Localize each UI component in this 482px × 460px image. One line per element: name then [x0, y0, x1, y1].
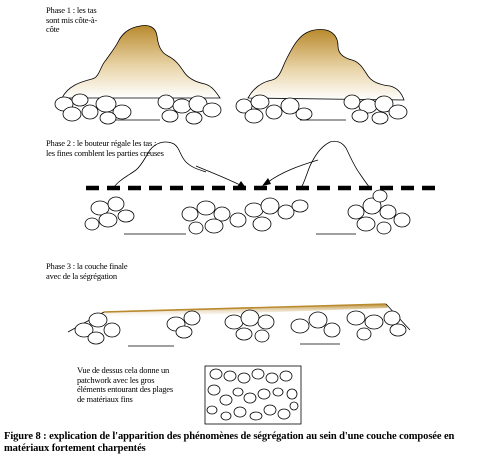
pile-outline-left — [111, 141, 207, 191]
arrow-left-to-center — [195, 165, 243, 187]
pile-outline-right — [299, 140, 373, 191]
top-view-label: Vue de dessus cela donne un patchwork av… — [77, 365, 173, 404]
pile-left — [61, 25, 221, 99]
figure-caption: Figure 8 : explication de l'apparition d… — [4, 431, 455, 454]
top-view-frame — [204, 365, 302, 425]
rocks-phase2 — [84, 189, 411, 235]
phase3-label: Phase 3 : la couche finale avec de la sé… — [46, 261, 128, 281]
top-view-illustration — [204, 365, 302, 425]
phase2-illustration — [84, 140, 436, 235]
rocks-phase1-right — [235, 94, 408, 125]
phase3-illustration — [67, 303, 411, 347]
rocks-phase3 — [74, 309, 407, 345]
rocks-phase1-left — [54, 93, 222, 125]
phase1-illustration — [54, 25, 408, 125]
phase2-label: Phase 2 : le bouteur régale les tas : le… — [46, 138, 164, 158]
top-view-rocks — [206, 368, 299, 421]
phase1-label: Phase 1 : les tas sont mis côte-à-côte — [46, 5, 98, 34]
pile-right — [247, 29, 405, 101]
arrow-right-to-center — [267, 159, 319, 183]
